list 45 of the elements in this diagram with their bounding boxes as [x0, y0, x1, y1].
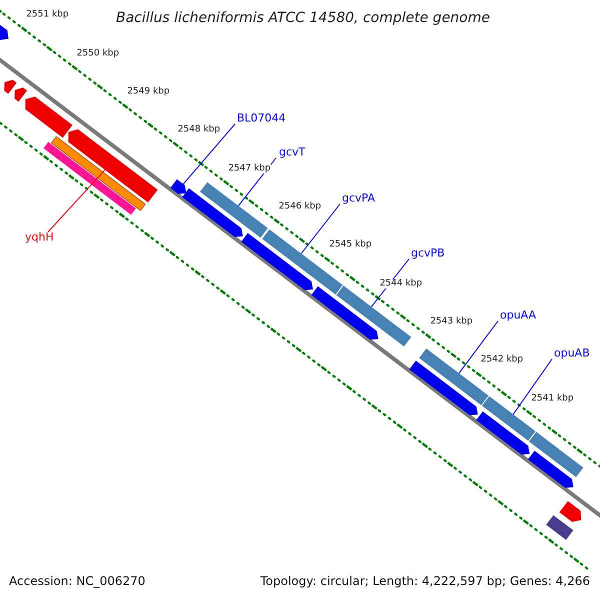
leader-line — [182, 124, 236, 185]
gene-feature — [50, 136, 146, 212]
gene-feature — [68, 129, 158, 202]
gene-feature — [546, 515, 574, 540]
gene-feature — [528, 450, 574, 488]
scale-label: 2547 kbp — [228, 164, 271, 174]
scale-label: 2546 kbp — [278, 202, 322, 212]
gene-feature — [14, 88, 27, 102]
scale-label: 2542 kbp — [480, 356, 524, 365]
gene-feature — [529, 432, 584, 478]
gene-label: gcvPB — [411, 248, 445, 258]
gene-feature — [4, 80, 17, 94]
leader-line — [512, 358, 552, 415]
scale-label: 2548 kbp — [178, 126, 220, 135]
leader-line — [48, 169, 106, 232]
gene-label: yqhH — [25, 232, 54, 242]
scale-label: 2550 kbp — [76, 49, 120, 58]
leader-line — [300, 204, 340, 254]
gene-feature — [200, 182, 268, 238]
gene-label: gcvPA — [342, 192, 375, 204]
gene-feature — [25, 96, 72, 138]
gene-feature — [182, 188, 243, 237]
gene-feature — [0, 24, 8, 40]
scale-label: 2549 kbp — [127, 88, 170, 97]
gene-label: opuAB — [554, 348, 590, 358]
scale-label: 2541 kbp — [531, 394, 574, 404]
scale-label: 2544 kbp — [380, 279, 422, 288]
scale-label: 2545 kbp — [329, 240, 372, 250]
gene-feature — [476, 411, 530, 455]
footer-text: Accession: NC_006270 — [9, 575, 146, 587]
gene-feature — [241, 233, 313, 290]
gene-feature — [409, 360, 478, 416]
leader-line — [458, 320, 498, 374]
gene-feature — [170, 179, 186, 194]
scale-label: 2543 kbp — [430, 318, 473, 327]
gene-feature — [559, 501, 582, 522]
gene-feature — [44, 142, 136, 215]
gene-feature — [311, 286, 378, 340]
gene-feature — [336, 286, 412, 346]
scale-label: 2551 kbp — [26, 10, 69, 20]
gene-label: opuAA — [500, 310, 536, 320]
footer-text: Topology: circular; Length: 4,222,597 bp; Genes: 4,266 — [260, 575, 590, 587]
diagram-title: Bacillus licheniformis ATCC 14580, complete genome — [116, 11, 490, 25]
gene-label: BL07044 — [237, 112, 286, 124]
gene-label: gcvT — [279, 146, 306, 158]
